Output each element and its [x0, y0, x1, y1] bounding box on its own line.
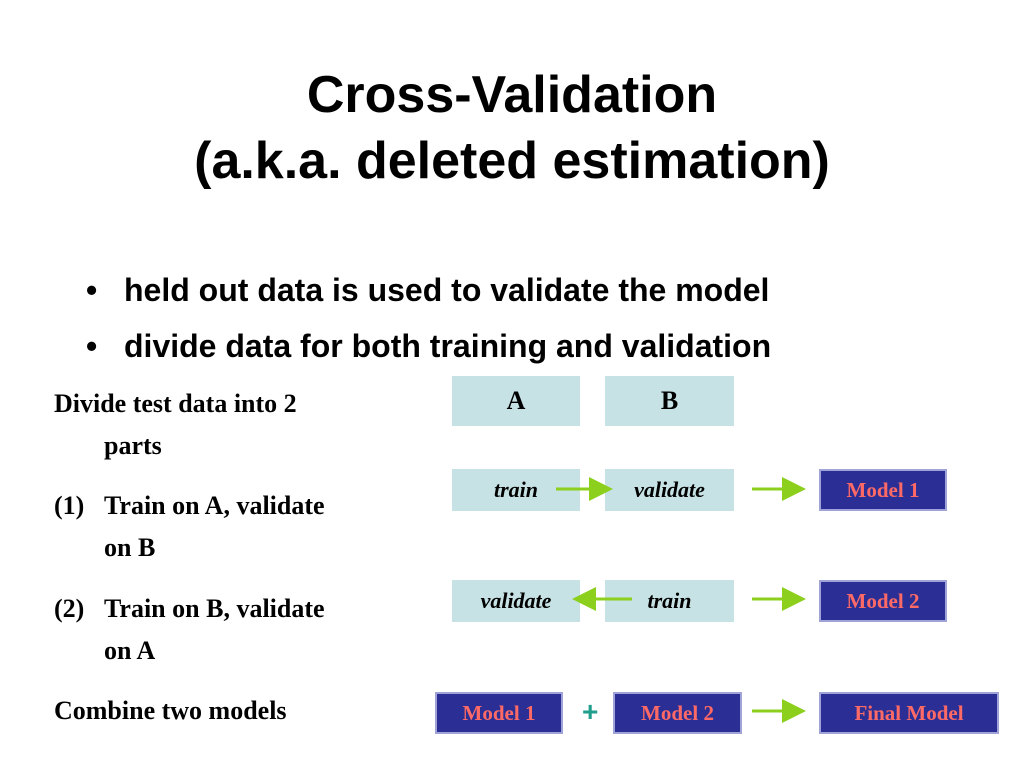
combine-model-1-box: Model 1 — [435, 692, 563, 734]
step-2-line2: on A — [104, 636, 156, 665]
step-1-line2: on B — [104, 533, 156, 562]
step-2: (2) Train on B, validate on A — [54, 588, 414, 672]
step-combine: Combine two models — [54, 690, 414, 732]
model-2-box: Model 2 — [819, 580, 947, 622]
step-1: (1) Train on A, validate on B — [54, 485, 414, 569]
bullet-text: held out data is used to validate the mo… — [124, 272, 770, 308]
step-2-number: (2) — [54, 594, 85, 623]
bullet-item: • divide data for both training and vali… — [84, 318, 771, 374]
step-divide: Divide test data into 2 parts — [54, 383, 414, 467]
bullet-dot-icon: • — [86, 272, 98, 308]
plus-icon: + — [582, 696, 599, 727]
step-combine-text: Combine two models — [54, 696, 287, 725]
model-1-box: Model 1 — [819, 469, 947, 511]
bullet-text: divide data for both training and valida… — [124, 328, 772, 364]
row2-validate-box: validate — [452, 580, 580, 622]
bullet-list: • held out data is used to validate the … — [84, 262, 771, 374]
part-a-box: A — [452, 376, 580, 426]
step-1-number: (1) — [54, 491, 85, 520]
combine-model-2-box: Model 2 — [613, 692, 742, 734]
title-line-1: Cross-Validation — [306, 66, 718, 124]
step-divide-line1: Divide test data into 2 — [54, 389, 297, 418]
bullet-item: • held out data is used to validate the … — [84, 262, 771, 318]
row1-validate-box: validate — [605, 469, 734, 511]
part-b-box: B — [605, 376, 734, 426]
title-line-2: (a.k.a. deleted estimation) — [194, 132, 830, 190]
step-1-line1: Train on A, validate — [104, 491, 325, 520]
final-model-box: Final Model — [819, 692, 999, 734]
row2-train-box: train — [605, 580, 734, 622]
slide-title: Cross-Validation (a.k.a. deleted estimat… — [0, 62, 1024, 194]
step-divide-line2: parts — [104, 431, 162, 460]
step-2-line1: Train on B, validate — [104, 594, 325, 623]
bullet-dot-icon: • — [86, 328, 98, 364]
row1-train-box: train — [452, 469, 580, 511]
